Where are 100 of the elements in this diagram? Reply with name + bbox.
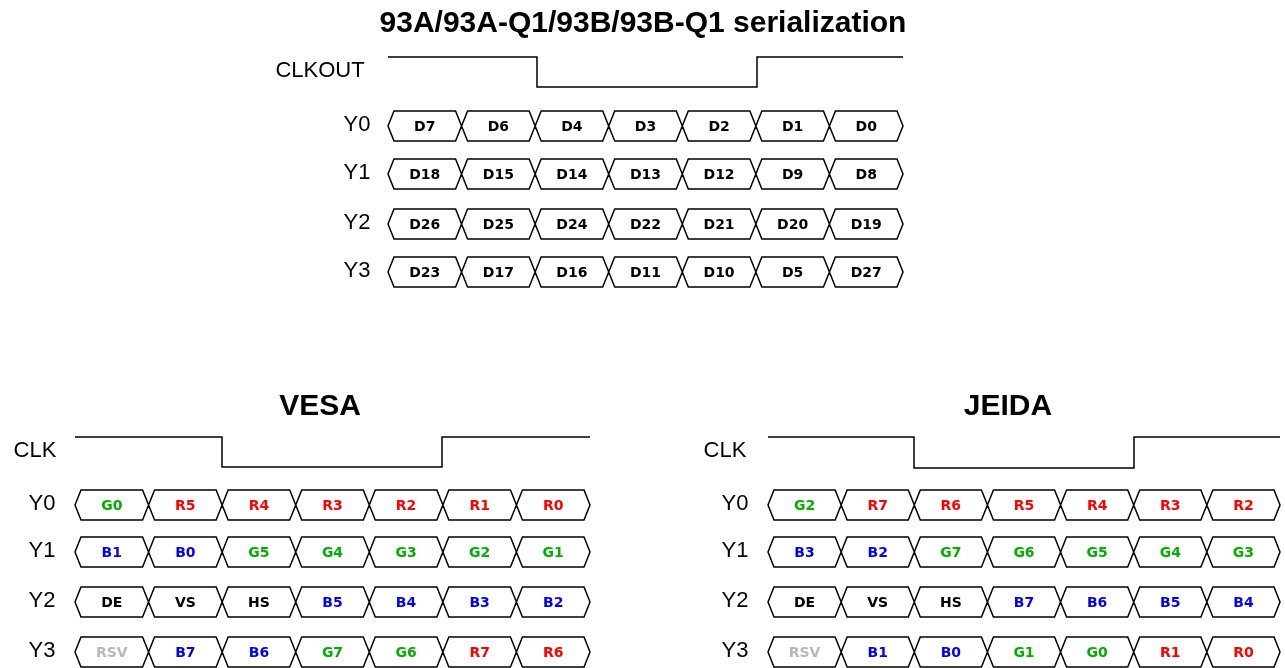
bit-label: G3 [1232,545,1255,559]
bit-label: G6 [395,645,417,659]
bit-label: D19 [850,217,882,231]
bit-label: R2 [1233,498,1254,512]
bit-label: D6 [487,119,510,133]
lane-label: Y1 [721,539,749,561]
bit-label: D24 [556,217,588,231]
bit-label: D5 [781,265,804,279]
bit-label: D9 [781,167,804,181]
bit-label: D13 [629,167,662,181]
bit-label: R6 [940,498,962,512]
lane-label: Y2 [28,589,56,611]
diagram-title: 93A/93A-Q1/93B/93B-Q1 serialization [379,7,907,37]
bit-label: B3 [794,545,815,559]
bit-label: D11 [629,265,662,279]
lane-label: Y1 [28,539,56,561]
bit-label: R3 [322,498,343,512]
bit-label: G1 [542,545,564,559]
bit-label: B5 [322,595,343,609]
bit-label: D0 [855,119,877,133]
bit-label: D8 [855,167,877,181]
bit-label: D25 [482,217,514,231]
bit-label: DE [101,595,123,609]
bit-label: G5 [1086,545,1108,559]
bit-label: R2 [395,498,417,512]
bit-label: B0 [175,545,196,559]
bit-label: G3 [395,545,417,559]
bit-label: R5 [1013,498,1035,512]
bit-label: B2 [867,545,888,559]
bit-label: R3 [1160,498,1181,512]
bit-label: B6 [248,645,270,659]
bit-label: B3 [469,595,490,609]
signal-label: CLK [13,439,57,461]
bit-label: D27 [850,265,882,279]
bit-label: D18 [409,167,441,181]
lane-label: Y0 [28,492,56,514]
bit-label: G1 [1013,645,1035,659]
bit-label: R4 [1086,498,1108,512]
bit-label: D1 [781,119,804,133]
bit-label: R5 [175,498,196,512]
bit-label: B7 [1013,595,1035,609]
bit-label: G0 [1086,645,1108,659]
lane-label: Y1 [343,161,371,183]
lane-label: Y2 [343,211,371,233]
bit-label: R0 [1233,645,1254,659]
bit-label: G7 [321,645,344,659]
bit-label: HS [939,595,962,609]
bit-label: D21 [703,217,735,231]
bit-label: VS [174,595,196,609]
bit-label: R1 [1160,645,1181,659]
bit-label: B7 [175,645,196,659]
bit-label: HS [248,595,270,609]
bit-label: B4 [1233,595,1254,609]
bit-label: RSV [95,645,128,659]
bit-label: D4 [561,119,583,133]
bit-label: D7 [414,119,436,133]
lane-label: Y2 [721,589,749,611]
lane-label: Y3 [721,639,749,661]
bit-label: VS [867,595,889,609]
bit-label: R4 [248,498,270,512]
bit-label: D22 [629,217,662,231]
bit-label: D12 [703,167,735,181]
bit-label: G2 [793,498,816,512]
bit-label: D20 [777,217,809,231]
section-heading: JEIDA [963,390,1053,420]
bit-label: B2 [543,595,564,609]
signal-label: CLK [703,439,747,461]
signal-label: CLKOUT [275,59,365,81]
lane-label: Y0 [721,492,749,514]
bit-label: B4 [395,595,417,609]
bit-label: G5 [248,545,270,559]
bit-label: B0 [940,645,962,659]
bit-label: G4 [1159,545,1181,559]
bit-label: B5 [1160,595,1181,609]
bit-label: DE [793,595,816,609]
bit-label: B1 [867,645,888,659]
bit-label: G2 [469,545,491,559]
lane-label: Y0 [343,113,371,135]
bit-label: G0 [101,498,123,512]
bit-label: D26 [409,217,441,231]
section-heading: VESA [279,390,361,420]
bit-label: R7 [867,498,888,512]
bit-label: D2 [708,119,730,133]
lane-label: Y3 [343,259,371,281]
bit-label: B1 [101,545,122,559]
bit-label: D3 [634,119,657,133]
bit-label: G6 [1013,545,1035,559]
bit-label: D10 [703,265,735,279]
bit-label: D23 [409,265,441,279]
bit-label: R6 [542,645,564,659]
bit-label: B6 [1086,595,1108,609]
lane-label: Y3 [28,639,56,661]
bit-label: R0 [542,498,564,512]
bit-label: D16 [556,265,588,279]
bit-label: D15 [482,167,514,181]
bit-label: R1 [469,498,490,512]
bit-label: RSV [788,645,821,659]
bit-label: R7 [469,645,490,659]
bit-label: D17 [482,265,514,279]
bit-label: G4 [321,545,344,559]
